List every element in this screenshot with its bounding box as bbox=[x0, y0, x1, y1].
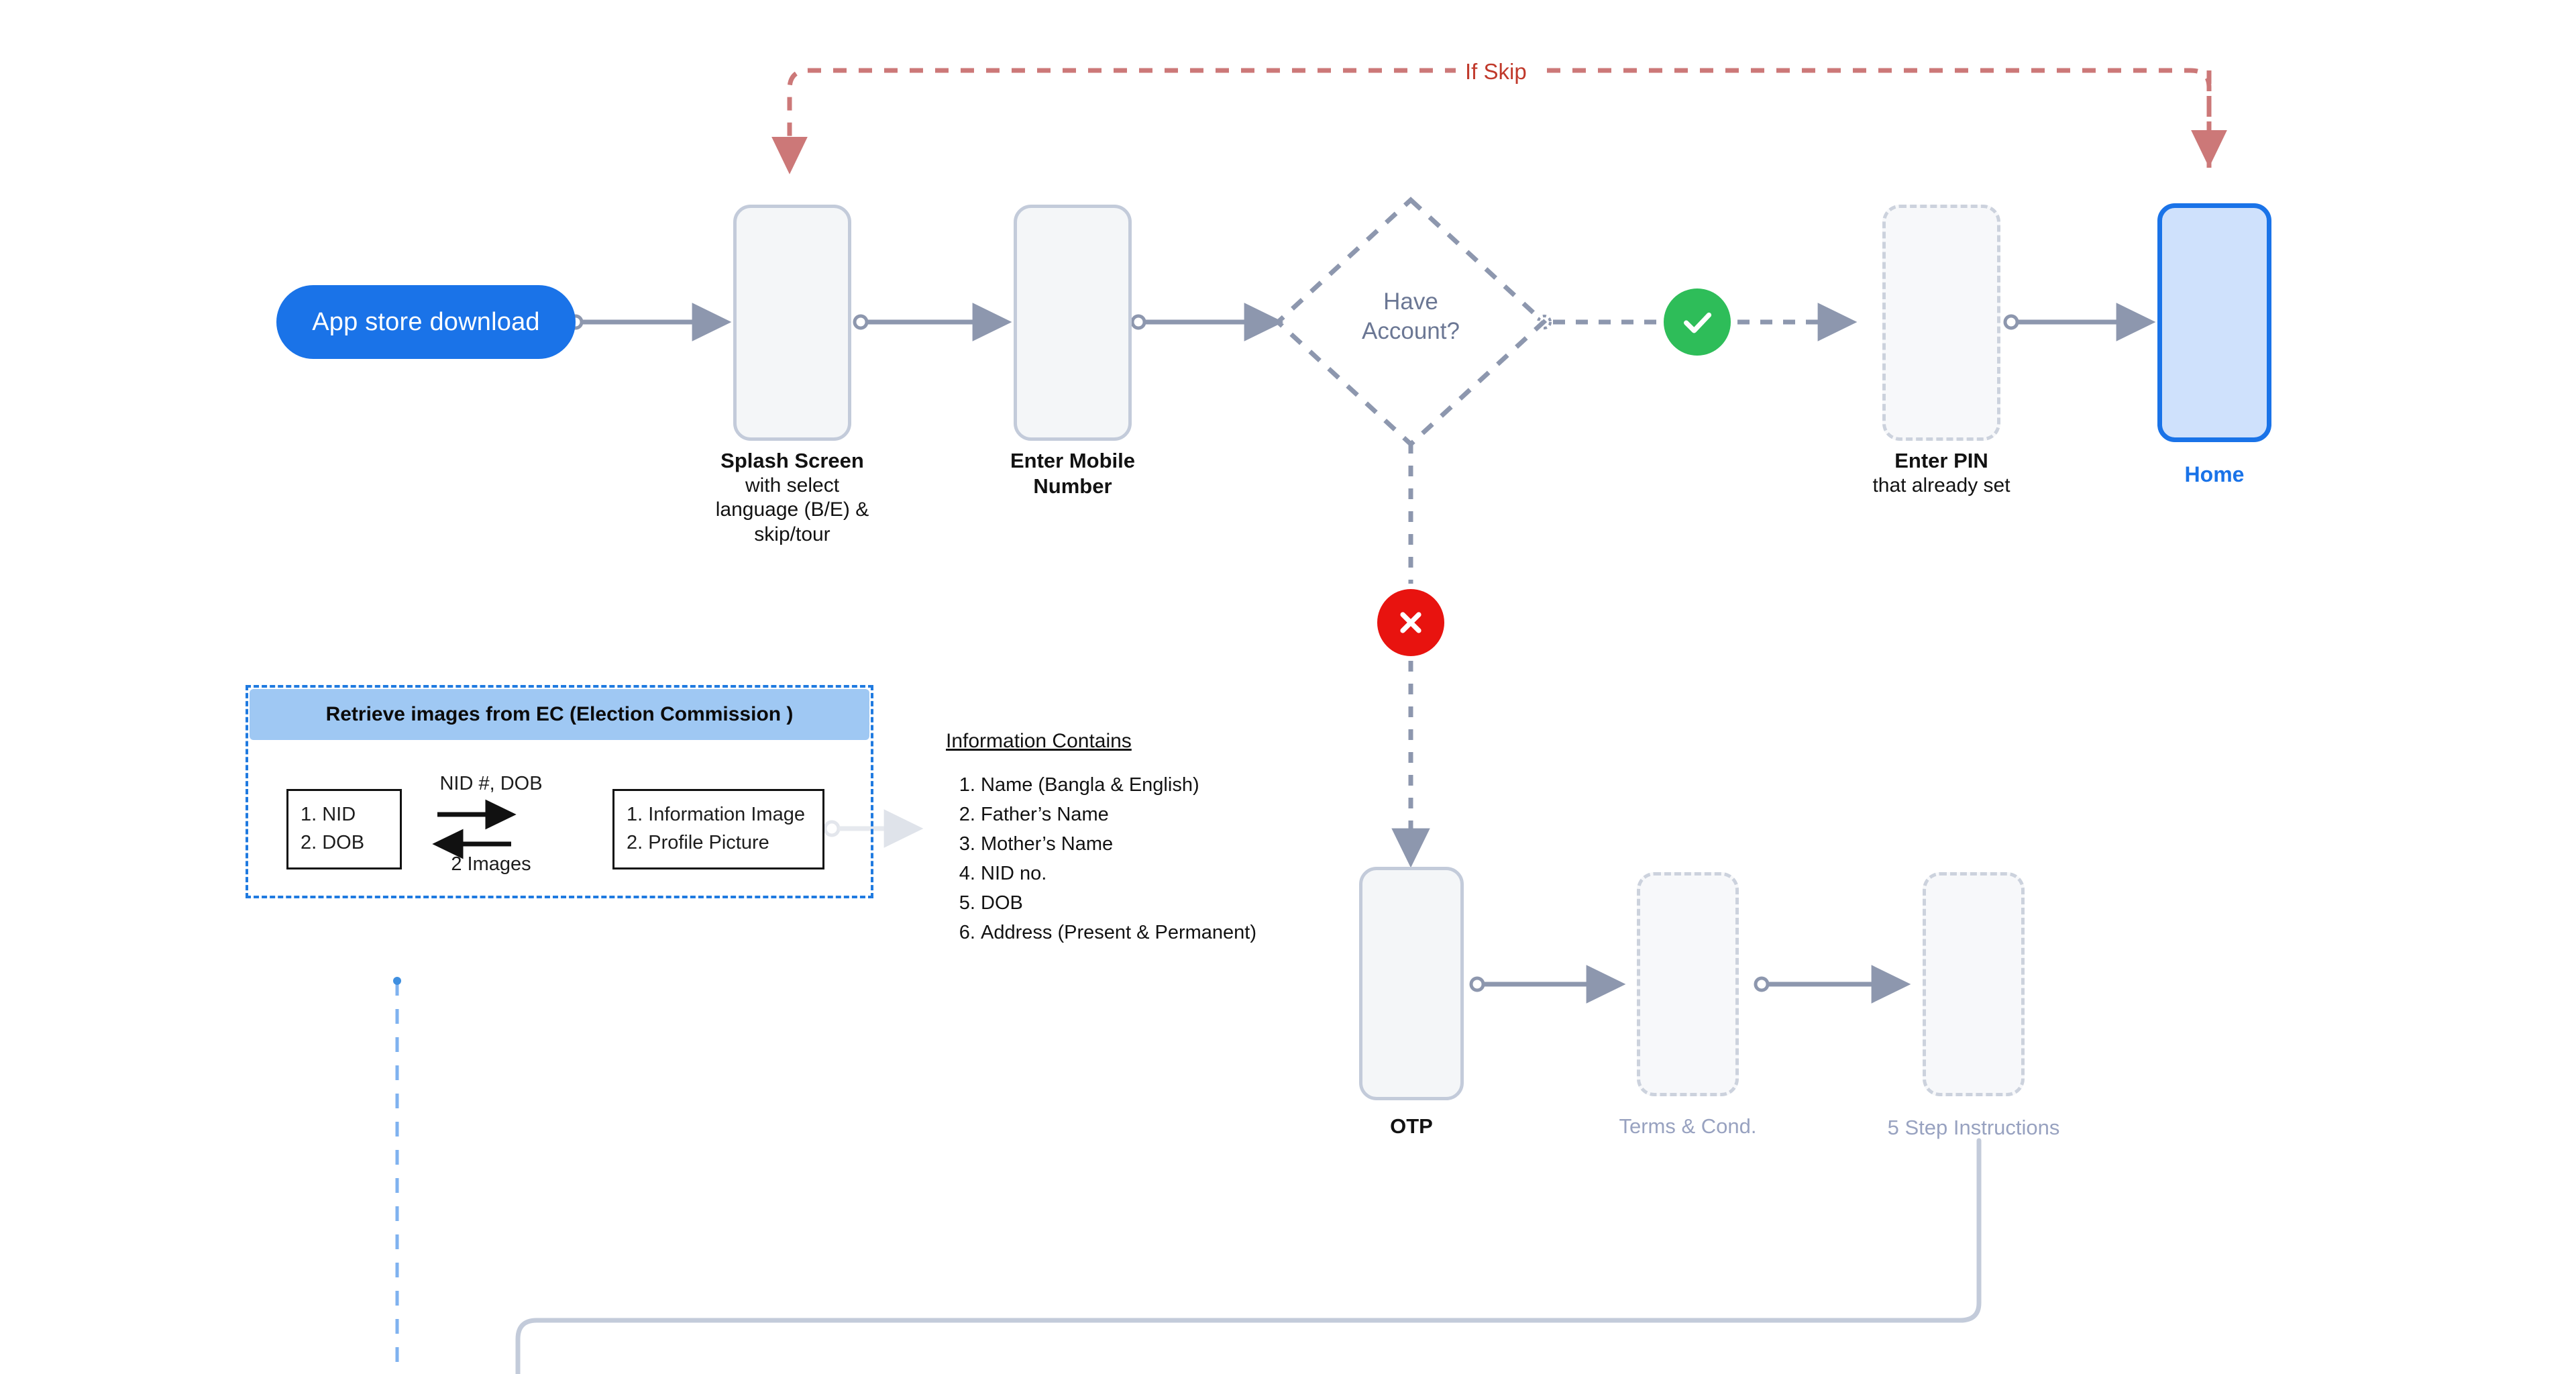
mobile-title-2: Number bbox=[1033, 474, 1112, 498]
check-icon bbox=[1664, 288, 1731, 356]
edge-endpoint-dot bbox=[2003, 314, 2019, 330]
caption-splash-screen: Splash Screen with select language (B/E)… bbox=[658, 448, 926, 547]
list-item: DOB bbox=[981, 888, 1356, 918]
node-terms-and-conditions[interactable] bbox=[1637, 872, 1739, 1096]
decision-label: Have Account? bbox=[1301, 287, 1520, 346]
ec-response-box: 1. Information Image 2. Profile Picture bbox=[612, 789, 824, 869]
edge-endpoint-dot bbox=[1537, 315, 1552, 329]
mobile-title-1: Enter Mobile bbox=[1010, 449, 1135, 472]
caption-home: Home bbox=[2080, 462, 2349, 488]
edge-endpoint-dot bbox=[1130, 314, 1146, 330]
edge-endpoint-dot bbox=[1754, 976, 1770, 992]
decision-label-line-2: Account? bbox=[1362, 317, 1460, 344]
caption-terms-and-conditions: Terms & Cond. bbox=[1554, 1114, 1822, 1139]
edge-label-if-skip: If Skip bbox=[1456, 59, 1536, 85]
caption-5-step-instructions: 5 Step Instructions bbox=[1839, 1115, 2108, 1141]
ec-group-container bbox=[246, 685, 873, 898]
start-app-store-download[interactable]: App store download bbox=[276, 285, 576, 359]
otp-title: OTP bbox=[1390, 1114, 1433, 1138]
start-label: App store download bbox=[312, 307, 540, 336]
node-otp[interactable] bbox=[1359, 867, 1464, 1100]
splash-subtitle-3: skip/tour bbox=[754, 523, 830, 545]
enter-pin-subtitle: that already set bbox=[1872, 474, 2010, 496]
node-enter-pin[interactable] bbox=[1882, 205, 2000, 441]
enter-pin-title: Enter PIN bbox=[1894, 449, 1988, 472]
list-item: Address (Present & Permanent) bbox=[981, 918, 1356, 947]
ec-response-item-1: 1. Information Image bbox=[627, 804, 805, 825]
splash-title: Splash Screen bbox=[720, 449, 864, 472]
instructions-title: 5 Step Instructions bbox=[1887, 1116, 2060, 1139]
edge-instructions-bottom-loop bbox=[515, 1138, 1982, 1374]
edge-if-skip-left bbox=[771, 68, 2212, 174]
home-title: Home bbox=[2184, 462, 2245, 486]
list-item: Mother’s Name bbox=[981, 829, 1356, 859]
caption-enter-pin: Enter PIN that already set bbox=[1807, 448, 2076, 498]
ec-group-header: Retrieve images from EC (Election Commis… bbox=[250, 689, 869, 740]
node-5-step-instructions[interactable] bbox=[1923, 872, 2025, 1096]
edge-endpoint-dot bbox=[1469, 976, 1485, 992]
caption-enter-mobile-number: Enter Mobile Number bbox=[938, 448, 1207, 499]
splash-subtitle-1: with select bbox=[745, 474, 840, 496]
edge-endpoint-dot bbox=[853, 314, 869, 330]
information-contains-title: Information Contains bbox=[946, 730, 1132, 752]
ec-request-label: NID #, DOB bbox=[439, 773, 543, 794]
decision-label-line-1: Have bbox=[1383, 288, 1438, 315]
ec-request-item-1: 1. NID bbox=[301, 804, 356, 825]
edge-endpoint-dot bbox=[393, 977, 401, 985]
information-contains-list: Name (Bangla & English) Father’s Name Mo… bbox=[946, 770, 1356, 947]
ec-response-item-2: 2. Profile Picture bbox=[627, 832, 769, 854]
ec-request-box: 1. NID 2. DOB bbox=[286, 789, 402, 869]
list-item: Name (Bangla & English) bbox=[981, 770, 1356, 800]
ec-request-item-2: 2. DOB bbox=[301, 832, 365, 854]
cross-icon bbox=[1377, 589, 1444, 656]
splash-subtitle-2: language (B/E) & bbox=[715, 498, 869, 521]
caption-otp: OTP bbox=[1277, 1114, 1546, 1139]
terms-title: Terms & Cond. bbox=[1619, 1114, 1757, 1138]
node-home[interactable] bbox=[2157, 203, 2271, 442]
node-splash-screen[interactable] bbox=[733, 205, 851, 441]
ec-response-label: 2 Images bbox=[451, 853, 531, 875]
list-item: NID no. bbox=[981, 859, 1356, 888]
list-item: Father’s Name bbox=[981, 800, 1356, 829]
node-enter-mobile-number[interactable] bbox=[1014, 205, 1132, 441]
